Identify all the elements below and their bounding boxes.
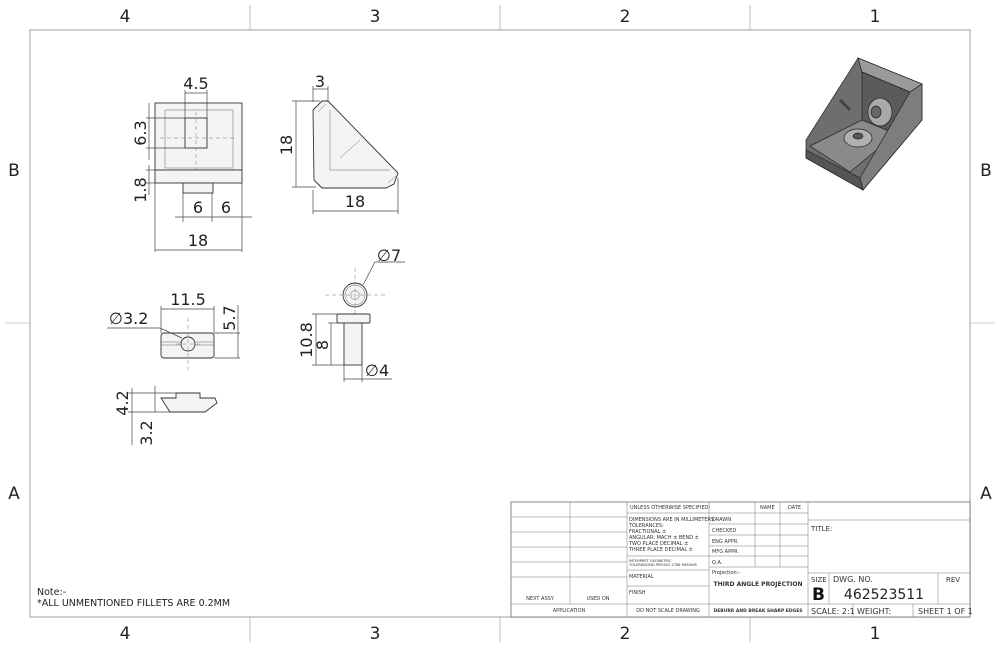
front-view: 4.5 6.3 1.8 6 6 18 — [131, 74, 252, 252]
tb-fractional: FRACTIONAL ± — [629, 529, 666, 535]
tb-dwg-no: 462523511 — [844, 587, 924, 603]
tb-scale: SCALE: 2:1 — [811, 607, 855, 616]
dim-side-height: 18 — [277, 135, 296, 155]
tb-size-label: SIZE — [811, 576, 827, 584]
dim-nut-length: 11.5 — [170, 290, 206, 309]
tb-checked: CHECKED — [712, 528, 736, 534]
tb-weight: WEIGHT: — [857, 607, 891, 616]
dim-front-base: 1.8 — [131, 177, 150, 202]
tb-finish: FINISH — [629, 590, 646, 596]
tb-projection: THIRD ANGLE PROJECTION — [714, 581, 803, 588]
dim-screw-length: 10.8 — [297, 322, 316, 358]
zone-col-2-bottom: 2 — [620, 624, 631, 644]
zone-row-a-left: A — [8, 484, 20, 504]
tb-dwg-no-label: DWG. NO. — [833, 575, 873, 584]
zone-col-1-top: 1 — [870, 7, 881, 27]
tb-two-place: TWO PLACE DECIMAL ± — [628, 541, 688, 547]
dim-nut-height: 5.7 — [220, 305, 239, 330]
tb-eng-appr: ENG APPR. — [712, 539, 739, 545]
zone-row-b-right: B — [980, 161, 992, 181]
dim-front-tab-left: 6 — [193, 198, 203, 217]
dim-side-thickness: 3 — [315, 72, 325, 91]
dim-nut-hole: ∅3.2 — [109, 309, 148, 328]
tb-material: MATERIAL — [629, 574, 654, 580]
tb-unless: UNLESS OTHERWISE SPECIFIED: — [630, 505, 710, 511]
tb-next-assy: NEXT ASSY — [526, 596, 555, 602]
dim-front-slot-width: 4.5 — [183, 74, 208, 93]
tb-interpret-1: INTERPRET GEOMETRIC — [629, 559, 672, 563]
screw-views: ∅7 10.8 8 ∅4 — [297, 246, 405, 382]
tb-qa: Q.A. — [712, 560, 723, 566]
dim-screw-shank: 8 — [313, 340, 332, 350]
tb-application: APPLICATION — [553, 608, 586, 614]
nut-side-view: 4.2 3.2 — [113, 386, 218, 446]
tb-interpret-2: TOLERANCING PER:ISO 2768 MEDIUM — [628, 563, 697, 567]
tb-date-header: DATE — [788, 505, 801, 511]
tb-projection-label: Projection:- — [712, 570, 740, 576]
zone-dividers — [5, 5, 995, 642]
tb-rev-label: REV — [946, 576, 960, 584]
dim-side-width: 18 — [345, 192, 365, 211]
tb-angular: ANGULAR: MACH ± BEND ± — [629, 535, 699, 541]
dim-front-slot-height: 6.3 — [131, 120, 150, 145]
zone-col-2-top: 2 — [620, 7, 631, 27]
tb-tolerances: TOLERANCES: — [628, 523, 664, 529]
tb-three-place: THREE PLACE DECIMAL ± — [628, 547, 693, 553]
tb-deburr: DEBURR AND BREAK SHARP EDGES — [713, 608, 802, 614]
isometric-view — [805, 57, 923, 191]
tb-dims-mm: DIMENSIONS ARE IN MILLIMETERS — [629, 517, 714, 523]
tb-sheet: SHEET 1 OF 1 — [918, 607, 973, 616]
side-view: 3 18 18 — [277, 72, 399, 214]
note-fillets: *ALL UNMENTIONED FILLETS ARE 0.2MM — [37, 598, 230, 609]
tb-title-label: TITLE: — [810, 525, 832, 533]
tb-do-not-scale: DO NOT SCALE DRAWING — [636, 608, 700, 614]
tb-mfg-appr: MFG APPR. — [712, 549, 739, 555]
dim-front-width: 18 — [188, 231, 208, 250]
title-block: UNLESS OTHERWISE SPECIFIED: NAME DATE DI… — [510, 501, 973, 618]
dim-nut-side-height: 4.2 — [113, 390, 132, 415]
zone-col-1-bottom: 1 — [870, 624, 881, 644]
tb-size: B — [812, 585, 825, 605]
zone-col-3-bottom: 3 — [370, 624, 381, 644]
tb-name-header: NAME — [760, 505, 775, 511]
dim-nut-side-depth: 3.2 — [137, 420, 156, 445]
zone-labels: 4 3 2 1 4 3 2 1 B B A A — [8, 7, 992, 644]
zone-col-4-top: 4 — [120, 7, 131, 27]
tb-used-on: USED ON — [586, 596, 609, 602]
nut-top-view: 11.5 5.7 ∅3.2 — [107, 290, 240, 370]
dim-screw-shank-dia: ∅4 — [365, 361, 389, 380]
zone-row-b-left: B — [8, 161, 20, 181]
dim-screw-head-dia: ∅7 — [377, 246, 401, 265]
tb-drawn: DRAWN — [712, 517, 731, 523]
zone-row-a-right: A — [980, 484, 992, 504]
note-title: Note:- — [37, 587, 66, 598]
zone-col-4-bottom: 4 — [120, 624, 131, 644]
dim-front-tab-right: 6 — [221, 198, 231, 217]
zone-col-3-top: 3 — [370, 7, 381, 27]
